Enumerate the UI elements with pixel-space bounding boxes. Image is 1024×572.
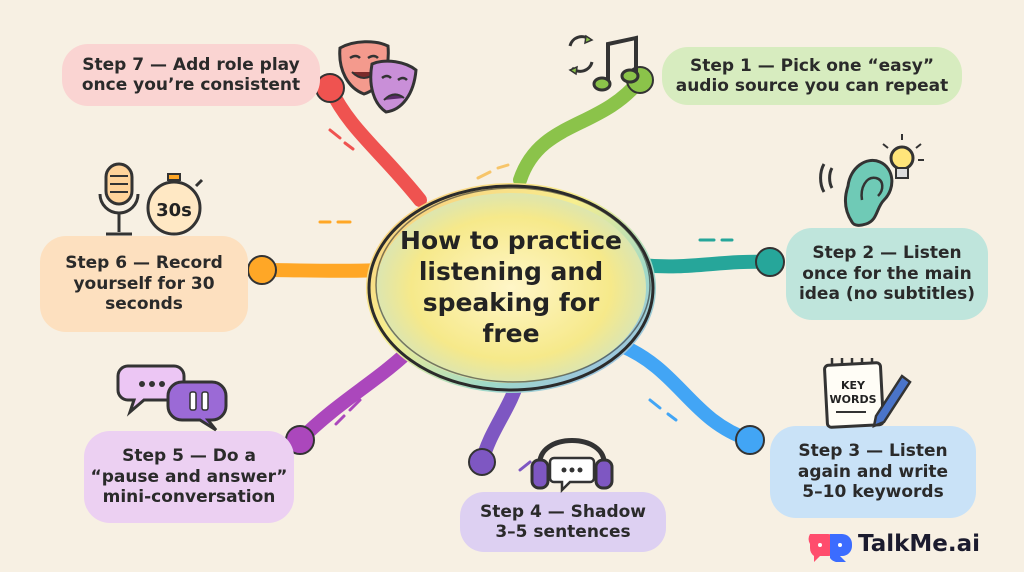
brand-name: TalkMe.ai (858, 531, 981, 557)
step-6-label: Step 6 — Record yourself for 30 seconds (40, 236, 248, 332)
theater-masks-icon (338, 40, 418, 114)
branch-node-step-4 (468, 448, 496, 476)
keywords-text-2: WORDS (829, 393, 876, 406)
central-title-line-1: How to practice (400, 225, 622, 255)
step-3-line-1: Step 3 — Listen (798, 441, 948, 462)
step-4-line-1: Step 4 — Shadow (479, 501, 647, 522)
central-title-line-2: listening and (418, 256, 604, 286)
central-title-line-3: speaking for (422, 288, 600, 317)
branch-step-2 (633, 254, 777, 274)
step-3-line-2: again and write (797, 461, 949, 482)
branch-step-6 (255, 263, 387, 278)
branch-step-3 (613, 338, 757, 447)
step-5-label: Step 5 — Do a “pause and answer” mini-co… (84, 431, 294, 523)
branch-step-1 (513, 73, 647, 187)
step-2-label: Step 2 — Listen once for the main idea (… (786, 228, 988, 320)
step-2-line-1: Step 2 — Listen (812, 243, 962, 264)
step-6-line-3: seconds (105, 294, 183, 315)
branch-node-step-3 (735, 425, 765, 455)
step-2-line-2: once for the main (802, 263, 972, 284)
talkme-logo-icon (808, 534, 852, 562)
branch-step-7 (323, 81, 427, 207)
music-repeat-icon (568, 34, 640, 92)
branch-node-step-6 (247, 255, 277, 285)
step-5-line-2: “pause and answer” (90, 466, 288, 487)
step-7-line-2: once you’re consistent (81, 75, 301, 95)
ear-lightbulb-icon (819, 134, 924, 227)
central-topic-title: How to practice listening and speaking f… (380, 212, 642, 362)
step-3-line-3: 5–10 keywords (802, 482, 944, 503)
central-title-line-4: free (482, 319, 540, 349)
step-4-line-2: 3–5 sentences (495, 522, 631, 542)
step-5-line-3: mini-conversation (102, 487, 276, 508)
central-topic-blob (366, 183, 656, 393)
branch-node-step-2 (755, 247, 785, 277)
chat-pause-icon (116, 364, 228, 432)
headphones-chat-icon (530, 438, 614, 494)
step-3-label: Step 3 — Listen again and write 5–10 key… (770, 426, 976, 518)
step-6-line-1: Step 6 — Record (65, 253, 223, 274)
step-4-label: Step 4 — Shadow 3–5 sentences (460, 492, 666, 552)
timer-text: 30s (156, 200, 192, 221)
keywords-notepad-icon: KEY WORDS (823, 358, 912, 429)
step-7-line-1: Step 7 — Add role play (82, 54, 300, 75)
step-1-label: Step 1 — Pick one “easy” audio source yo… (662, 47, 962, 105)
step-7-label: Step 7 — Add role play once you’re consi… (62, 44, 320, 106)
step-1-line-2: audio source you can repeat (675, 76, 949, 96)
step-1-line-1: Step 1 — Pick one “easy” (689, 55, 935, 76)
label-backgrounds (40, 44, 988, 552)
step-6-line-2: yourself for 30 (73, 273, 215, 294)
step-5-line-1: Step 5 — Do a (122, 446, 256, 467)
step-2-line-3: idea (no subtitles) (798, 284, 976, 305)
branch-node-step-7 (315, 73, 345, 103)
microphone-timer-icon: 30s (98, 162, 204, 236)
brand-logo: TalkMe.ai (850, 526, 980, 562)
decorative-dashes (318, 128, 734, 472)
keywords-text-1: KEY (841, 379, 866, 392)
